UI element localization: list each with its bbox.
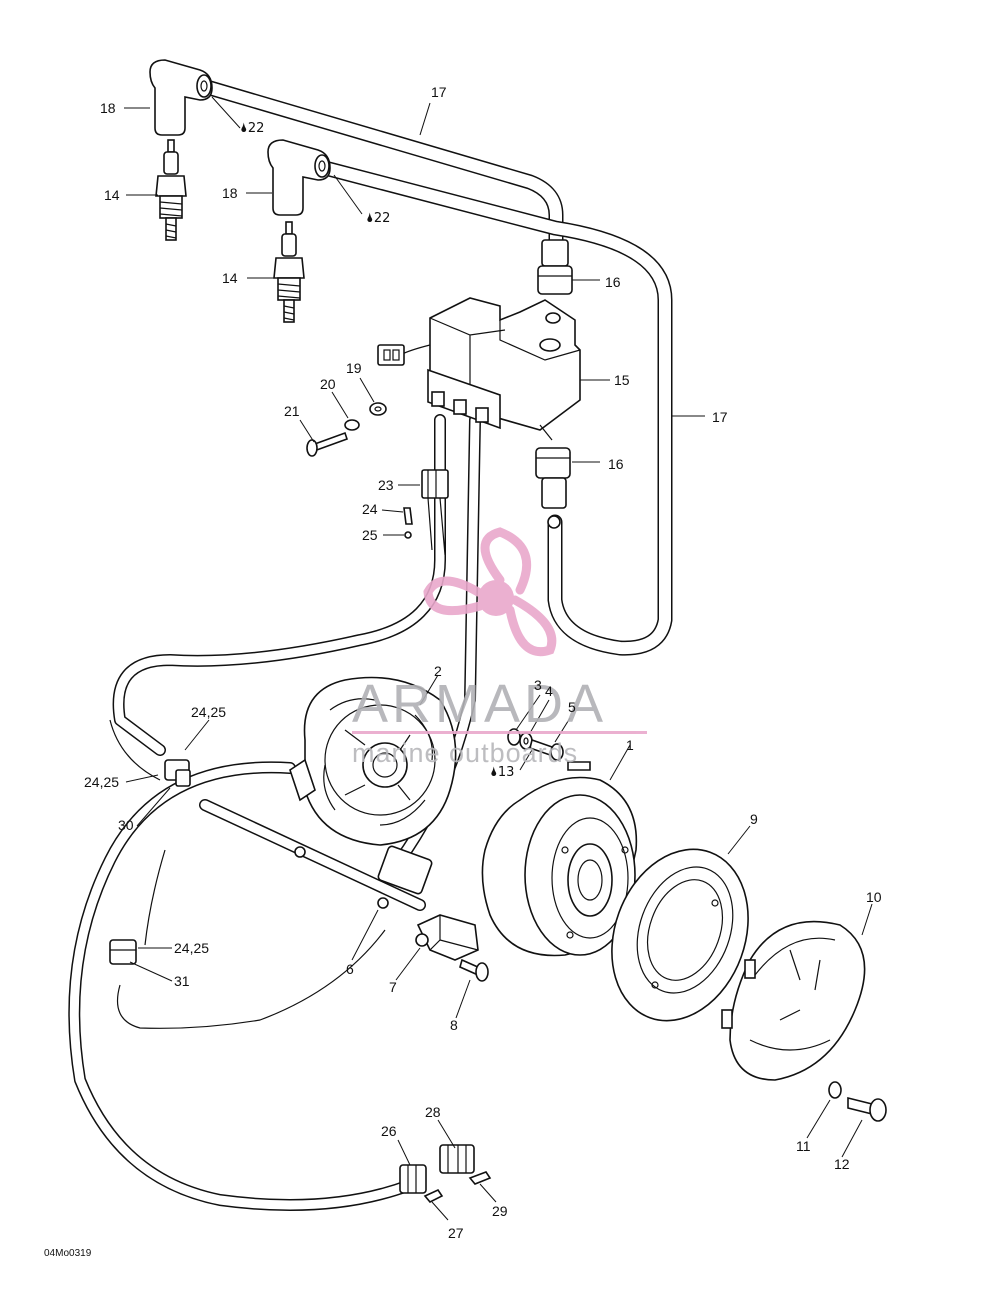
- coil-boot-lower: [535, 447, 571, 529]
- lubricant-drop-icon: 🌢: [490, 765, 498, 780]
- ignition-coil: [377, 297, 581, 441]
- terminal-seal: [404, 531, 412, 539]
- callout-14-left: 14: [104, 187, 120, 203]
- stator-wire-bundle: [199, 799, 433, 911]
- spark-plug-cap-left: [149, 59, 213, 136]
- callout-5: 5: [568, 699, 576, 715]
- coil-screw: [306, 431, 349, 457]
- callout-13: 🌢13: [490, 765, 514, 780]
- callout-16-upper: 16: [605, 274, 621, 290]
- callout-17-lower: 17: [712, 409, 728, 425]
- spark-plug-right: [273, 221, 305, 323]
- callout-27: 27: [448, 1225, 464, 1241]
- callout-8: 8: [450, 1017, 458, 1033]
- lock-washer: [344, 419, 360, 431]
- connector-housing-26: [399, 1164, 427, 1194]
- terminal-29: [468, 1171, 492, 1185]
- flywheel: [481, 761, 638, 957]
- callout-16-lower: 16: [608, 456, 624, 472]
- watermark-brand: ARMADA: [352, 674, 607, 734]
- callout-18-right: 18: [222, 185, 238, 201]
- callout-23: 23: [378, 477, 394, 493]
- terminal-27: [423, 1188, 444, 1203]
- callout-17-upper: 17: [431, 84, 447, 100]
- terminal-housing: [421, 469, 449, 556]
- callout-22-left: 🌢22: [240, 121, 264, 136]
- coil-boot-upper: [537, 239, 573, 295]
- callout-14-right: 14: [222, 270, 238, 286]
- stator-screw: [529, 738, 564, 761]
- callout-12: 12: [834, 1156, 850, 1172]
- callout-25: 25: [362, 527, 378, 543]
- harness-connector-30: [164, 759, 191, 787]
- callout-2: 2: [434, 663, 442, 679]
- callout-11: 11: [796, 1138, 811, 1154]
- starter-cup: [611, 848, 749, 1022]
- lubricant-drop-icon: 🌢: [240, 121, 248, 136]
- callout-31: 31: [174, 973, 190, 989]
- callout-4: 4: [545, 683, 553, 699]
- high-tension-wire-lower: [317, 160, 673, 656]
- callout-26: 26: [381, 1123, 397, 1139]
- callout-30: 30: [118, 817, 134, 833]
- callout-3: 3: [534, 677, 542, 693]
- spark-plug-cap-right: [267, 139, 331, 216]
- drawing-number: 04Mo0319: [44, 1248, 92, 1259]
- callout-7: 7: [389, 979, 397, 995]
- callout-24: 24: [362, 501, 378, 517]
- callout-1: 1: [626, 737, 634, 753]
- cover-washer: [828, 1081, 842, 1099]
- high-tension-wire-upper: [202, 80, 564, 248]
- lubricant-drop-icon: 🌢: [366, 211, 374, 226]
- callout-29: 29: [492, 1203, 508, 1219]
- watermark-tagline: marine outboards: [352, 738, 578, 768]
- flat-washer: [369, 402, 387, 416]
- callout-24-25-a: 24,25: [191, 704, 226, 720]
- stator: [289, 676, 457, 846]
- callout-15: 15: [614, 372, 630, 388]
- callout-24-25-c: 24,25: [174, 940, 209, 956]
- flywheel-cover: [721, 920, 866, 1081]
- harness-connector-31: [109, 939, 137, 965]
- spark-plug-left: [155, 139, 187, 241]
- callout-28: 28: [425, 1104, 441, 1120]
- trigger-coil: [415, 914, 479, 961]
- callout-9: 9: [750, 811, 758, 827]
- callout-20: 20: [320, 376, 336, 392]
- watermark-rule: [352, 731, 647, 734]
- callout-24-25-b: 24,25: [84, 774, 119, 790]
- callout-19: 19: [346, 360, 362, 376]
- connector-housing-28: [439, 1144, 475, 1174]
- callout-10: 10: [866, 889, 882, 905]
- propeller-logo-icon: [423, 527, 557, 656]
- main-wiring-harness: [68, 414, 481, 1211]
- callout-6: 6: [346, 961, 354, 977]
- callout-22-right: 🌢22: [366, 211, 390, 226]
- trigger-coil-screw: [459, 958, 489, 982]
- leader-lines: [124, 96, 873, 1221]
- callout-18-left: 18: [100, 100, 116, 116]
- armada-logo-watermark: ARMADA marine outboards: [352, 527, 647, 768]
- terminal-pin: [403, 507, 413, 525]
- cover-screw: [847, 1096, 887, 1122]
- callout-21: 21: [284, 403, 300, 419]
- callout-labels: 18 17 🌢22 18 14 🌢22 14 16 19 15 20 21 17…: [44, 84, 882, 1259]
